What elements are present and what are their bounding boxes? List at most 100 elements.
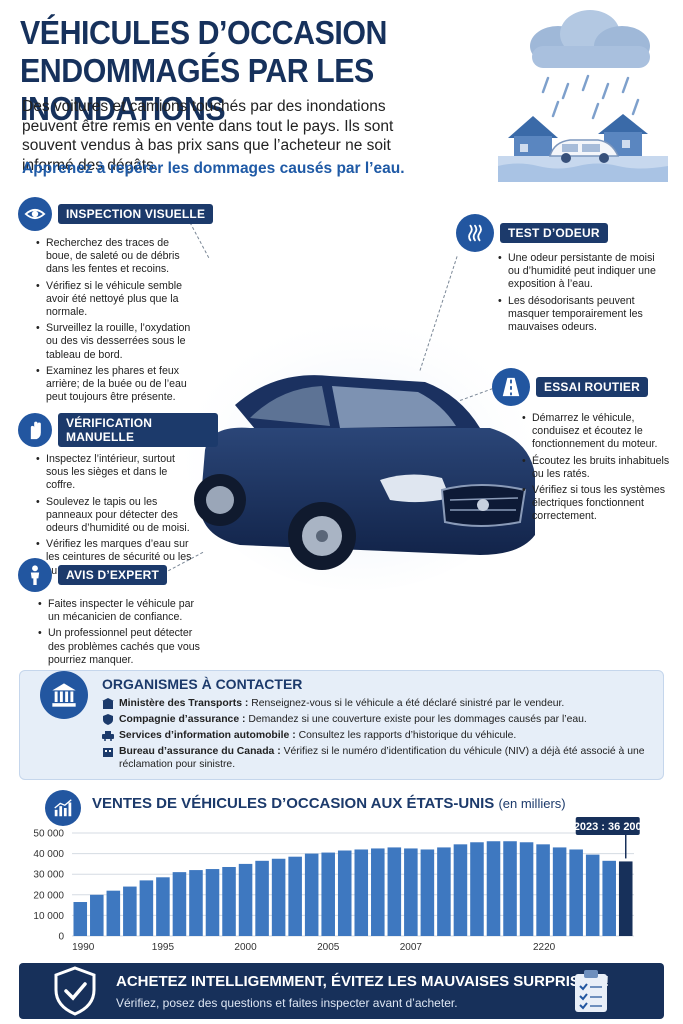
- section-visual-inspection: INSPECTION VISUELLE Recherchez des trace…: [18, 197, 218, 407]
- chart-bar: [321, 852, 335, 936]
- tagline: Apprenez à repérer les dommages causés p…: [22, 160, 405, 177]
- chart-bar: [404, 848, 418, 936]
- section-header: INSPECTION VISUELLE: [18, 197, 218, 231]
- contacts-panel: ORGANISMES À CONTACTER Ministère des Tra…: [19, 670, 664, 780]
- contact-text: Renseignez-vous si le véhicule a été déc…: [251, 698, 565, 709]
- list-item: Un professionnel peut détecter des probl…: [38, 627, 203, 667]
- chart-bar-highlight: [618, 861, 633, 936]
- chart-bar: [536, 844, 550, 936]
- title-line-1: VÉHICULES D’OCCASION: [20, 14, 387, 51]
- chart-bar: [156, 877, 170, 936]
- y-tick-label: 30 000: [33, 870, 64, 881]
- sales-chart: VENTES DE VÉHICULES D’OCCASION AUX ÉTATS…: [19, 790, 664, 960]
- section-manual-check: VÉRIFICATION MANUELLE Inspectez l’intéri…: [18, 413, 218, 581]
- list-item: Vérifiez si tous les systèmes électrique…: [522, 484, 672, 524]
- eye-icon: [18, 197, 52, 231]
- footer-banner: ACHETEZ INTELLIGEMMENT, ÉVITEZ LES MAUVA…: [19, 963, 664, 1019]
- hand-icon: [18, 413, 52, 447]
- y-tick-label: 40 000: [33, 849, 64, 860]
- x-tick-label: 2220: [533, 942, 556, 953]
- chart-bar: [420, 849, 435, 936]
- section-road-test: ESSAI ROUTIER Démarrez le véhicule, cond…: [492, 368, 672, 527]
- list-item: Faites inspecter le véhicule par un méca…: [38, 598, 203, 624]
- chart-bar: [503, 841, 517, 936]
- section-header: AVIS D’EXPERT: [18, 558, 218, 592]
- bullet-list: Recherchez des traces de boue, de saleté…: [18, 237, 198, 404]
- contact-text: Demandez si une couverture existe pour l…: [248, 714, 587, 725]
- contact-name: Services d’information automobile :: [119, 730, 296, 741]
- list-item: Démarrez le véhicule, conduisez et écout…: [522, 412, 672, 452]
- chart-bar: [552, 847, 567, 936]
- chart-bar: [519, 842, 534, 936]
- road-icon: [492, 368, 530, 406]
- shield-check-icon: [54, 966, 96, 1016]
- chart-bar: [288, 856, 302, 936]
- chart-bar: [172, 872, 187, 936]
- highlight-label: 2023 : 36 200: [574, 821, 642, 833]
- contacts-title: ORGANISMES À CONTACTER: [102, 676, 303, 692]
- contact-name: Compagnie d’assurance :: [119, 714, 246, 725]
- title-line-2: ENDOMMAGÉS PAR LES INONDATIONS: [20, 52, 374, 127]
- chart-title: VENTES DE VÉHICULES D’OCCASION AUX ÉTATS…: [92, 795, 566, 812]
- section-label: VÉRIFICATION MANUELLE: [58, 413, 218, 447]
- chart-bar: [304, 853, 319, 936]
- y-tick-label: 10 000: [33, 911, 64, 922]
- flood-illustration: [498, 10, 668, 182]
- car-illustration: [185, 310, 535, 590]
- chart-bar: [337, 850, 352, 936]
- contact-text: Vérifiez si le numéro d’identification d…: [119, 746, 645, 770]
- chart-title-text: VENTES DE VÉHICULES D’OCCASION AUX ÉTATS…: [92, 795, 495, 812]
- bar-chart-icon: [45, 790, 81, 826]
- rain-icon: [541, 74, 640, 120]
- chart-bar: [354, 849, 369, 936]
- contact-name: Bureau d’assurance du Canada :: [119, 746, 281, 757]
- chart-bar: [139, 880, 154, 936]
- contact-text: Consultez les rapports d’historique du v…: [298, 730, 517, 741]
- x-tick-label: 2005: [317, 942, 340, 953]
- list-item: Inspectez l’intérieur, surtout sous les …: [36, 453, 198, 493]
- chart-title-unit: (en milliers): [498, 796, 566, 811]
- chart-bar: [486, 841, 501, 936]
- building-icon: [102, 698, 114, 709]
- section-label: TEST D’ODEUR: [500, 223, 608, 243]
- x-tick-label: 1995: [152, 942, 175, 953]
- chart-bar: [123, 886, 137, 936]
- list-item: Vérifiez si le véhicule semble avoir été…: [36, 280, 198, 320]
- government-building-icon: [40, 671, 88, 719]
- contact-item: Compagnie d’assurance : Demandez si une …: [102, 713, 647, 726]
- list-item: Les désodorisants peuvent masquer tempor…: [498, 295, 656, 335]
- section-header: TEST D’ODEUR: [456, 214, 656, 252]
- x-tick-label: 2000: [234, 942, 257, 953]
- chart-bar: [73, 902, 88, 936]
- chart-bar: [437, 847, 451, 936]
- cloud-icon: [530, 10, 650, 68]
- contacts-list: Ministère des Transports : Renseignez-vo…: [102, 697, 647, 774]
- chart-bar: [271, 858, 286, 936]
- y-tick-label: 0: [58, 932, 64, 943]
- chart-bar: [371, 848, 385, 936]
- insurance-icon: [103, 714, 113, 725]
- odor-waves-icon: [456, 214, 494, 252]
- section-header: VÉRIFICATION MANUELLE: [18, 413, 218, 447]
- chart-bar: [569, 849, 583, 936]
- chart-bar: [106, 890, 121, 936]
- chart-bar: [387, 847, 402, 936]
- y-tick-label: 20 000: [33, 890, 64, 901]
- person-icon: [18, 558, 52, 592]
- page-title: VÉHICULES D’OCCASION ENDOMMAGÉS PAR LES …: [20, 14, 498, 128]
- list-item: Une odeur persistante de moisi ou d’humi…: [498, 252, 656, 292]
- clipboard-checklist-icon: [575, 970, 607, 1012]
- contact-item: Ministère des Transports : Renseignez-vo…: [102, 697, 647, 710]
- section-header: ESSAI ROUTIER: [492, 368, 672, 406]
- chart-bar: [205, 869, 220, 936]
- footer-subtitle: Vérifiez, posez des questions et faites …: [116, 996, 458, 1010]
- list-item: Écoutez les bruits inhabituels ou les ra…: [522, 455, 672, 481]
- section-odor-test: TEST D’ODEUR Une odeur persistante de mo…: [456, 214, 656, 337]
- list-item: Soulevez le tapis ou les panneaux pour d…: [36, 496, 198, 536]
- intro-text: Des voitures et camions touchés par des …: [22, 98, 394, 174]
- bullet-list: Une odeur persistante de moisi ou d’humi…: [456, 252, 656, 334]
- chart-bar: [222, 866, 236, 936]
- x-tick-label: 1990: [72, 942, 95, 953]
- list-item: Surveillez la rouille, l’oxydation ou de…: [36, 322, 198, 362]
